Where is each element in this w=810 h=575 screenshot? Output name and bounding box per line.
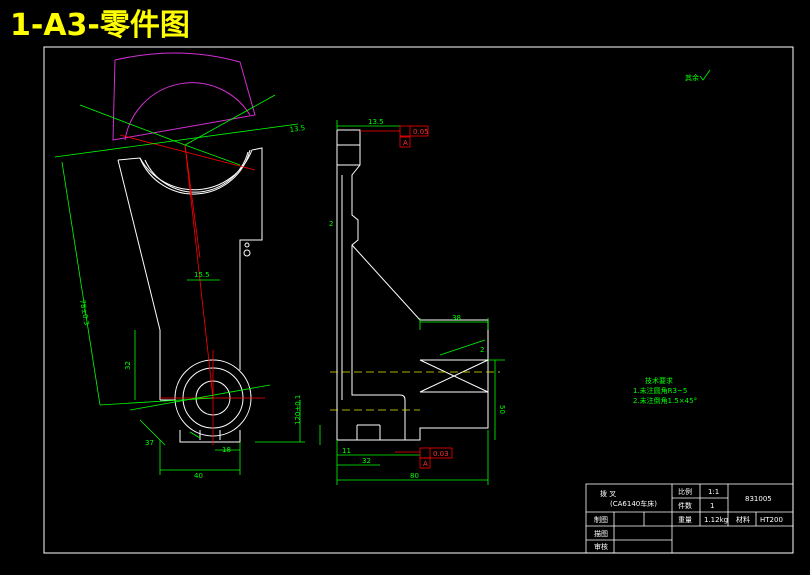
- datum-a-bottom: A: [423, 460, 428, 468]
- tolerance-bottom-value: 0.03: [433, 450, 449, 458]
- draw-label: 描图: [594, 529, 608, 538]
- dim-50: 50: [498, 405, 506, 414]
- dim-37: 37: [145, 439, 154, 447]
- notes-line-1: 1.未注圆角R3~5: [633, 386, 687, 395]
- dim-78: 78±0.3: [78, 299, 90, 326]
- dim-40: 40: [194, 472, 203, 480]
- tolerance-top-value: 0.05: [413, 128, 429, 136]
- qty-label: 件数: [678, 501, 692, 510]
- dim-15-5: 15.5: [194, 271, 210, 279]
- dim-11: 11: [342, 447, 351, 455]
- part-name: 拨 叉: [600, 489, 616, 498]
- dim-2: 2: [329, 220, 333, 228]
- part-subname: (CA6140车床): [610, 499, 657, 508]
- fork-top-section: [112, 52, 256, 141]
- dim-2-side: 2: [480, 346, 484, 354]
- front-view: 13.5 15.5 78±0.3 32 37 40 18 120±0.1: [54, 52, 306, 480]
- scale-value: 1:1: [708, 488, 719, 496]
- drawn-label: 制图: [594, 515, 608, 524]
- material-value: HT200: [760, 516, 783, 524]
- review-label: 审核: [594, 542, 608, 551]
- datum-a-top: A: [403, 139, 408, 147]
- tolerance-frame-bottom: [419, 447, 453, 459]
- side-view: 13.5 38 50 2 11 32 80 2 0.05 A 0.03 A: [319, 118, 506, 485]
- notes-line-2: 2.未注倒角1.5×45°: [633, 396, 697, 405]
- weight-label: 重量: [678, 516, 692, 524]
- drawing-border: [43, 46, 794, 554]
- dim-80: 80: [410, 472, 419, 480]
- drawing-title: 1-A3-零件图: [10, 8, 190, 43]
- dim-18: 18: [222, 446, 231, 454]
- material-label: 材料: [736, 515, 750, 524]
- technical-notes: 技术要求 1.未注圆角R3~5 2.未注倒角1.5×45°: [633, 376, 697, 405]
- scale-label: 比例: [678, 487, 692, 496]
- drawing-number: 831005: [745, 495, 772, 503]
- roughness-symbol-icon: [699, 69, 711, 81]
- dim-120: 120±0.1: [294, 395, 302, 425]
- dim-13-5: 13.5: [289, 124, 306, 134]
- roughness-note: 其余: [685, 73, 699, 82]
- title-block: 拨 叉 (CA6140车床) 比例 1:1 件数 1 831005 制图 重量 …: [585, 483, 794, 554]
- qty-value: 1: [710, 502, 714, 510]
- dim-side-top: 13.5: [368, 118, 384, 126]
- dim-32: 32: [124, 361, 132, 370]
- dim-38: 38: [452, 314, 461, 322]
- weight-value: 1.12kg: [704, 516, 728, 524]
- notes-heading: 技术要求: [645, 376, 673, 385]
- dim-32-side: 32: [362, 457, 371, 465]
